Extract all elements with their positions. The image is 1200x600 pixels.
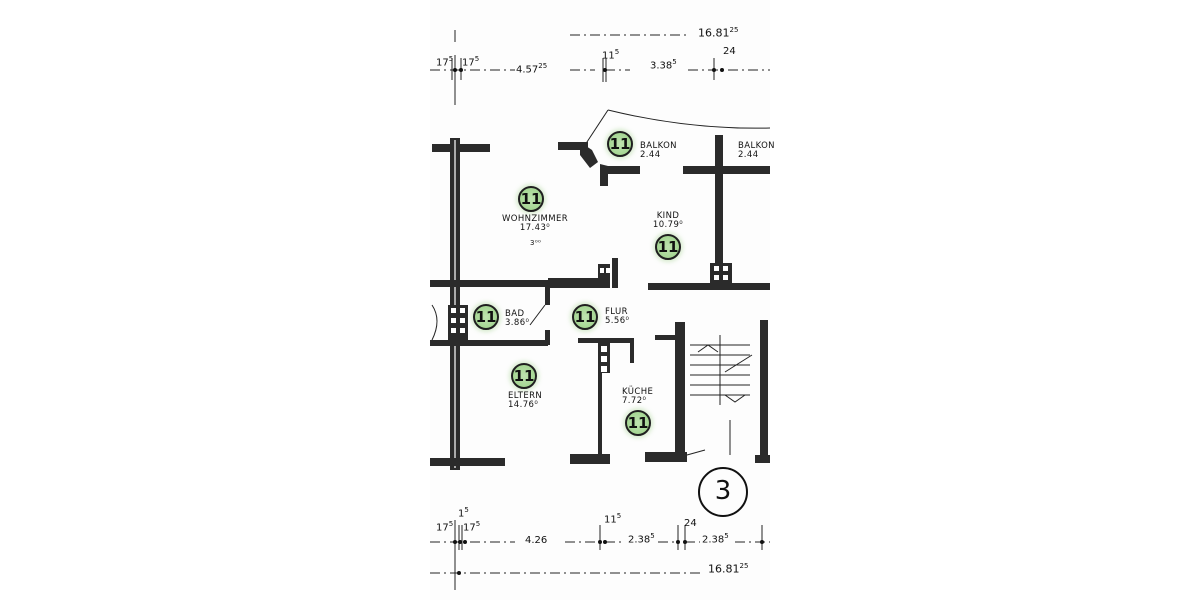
- floor-plan: 175 175 4.5725 115 3.385 24 16.8125 11 B…: [430, 0, 775, 600]
- dim-bottom-426: 4.26: [525, 535, 548, 546]
- dim-bottom-15: 15: [458, 506, 469, 520]
- staircase: [690, 335, 753, 455]
- annotation-small: 3⁰⁰: [530, 239, 542, 247]
- room-badge-wohnzimmer: 11: [518, 186, 544, 212]
- dim-top-115: 115: [602, 48, 620, 62]
- dim-bottom-total: 16.8125: [708, 562, 749, 576]
- dim-bottom-115: 115: [604, 512, 622, 526]
- room-badge-bad: 11: [473, 304, 499, 330]
- floor-plan-drawing: [430, 30, 770, 590]
- dim-top-175-right: 175: [462, 55, 480, 69]
- room-badge-kueche: 11: [625, 410, 651, 436]
- dim-bottom-238-b: 2.385: [702, 532, 729, 546]
- dim-top-175-left: 175: [436, 55, 454, 69]
- dim-top-total: 16.8125: [698, 26, 739, 40]
- dim-top-24: 24: [723, 46, 736, 57]
- room-badge-balkon: 11: [607, 131, 633, 157]
- sheet-number-badge: 3: [698, 467, 748, 517]
- room-badge-flur: 11: [572, 304, 598, 330]
- dim-top-457: 4.5725: [516, 62, 548, 76]
- dim-top-338: 3.385: [650, 58, 677, 72]
- dim-bottom-238-a: 2.385: [628, 532, 655, 546]
- dim-bottom-24: 24: [684, 518, 697, 529]
- room-badge-eltern: 11: [511, 363, 537, 389]
- room-badge-kind: 11: [655, 234, 681, 260]
- dim-bottom-175-left: 175: [436, 520, 454, 534]
- dim-bottom-175-right: 175: [463, 520, 481, 534]
